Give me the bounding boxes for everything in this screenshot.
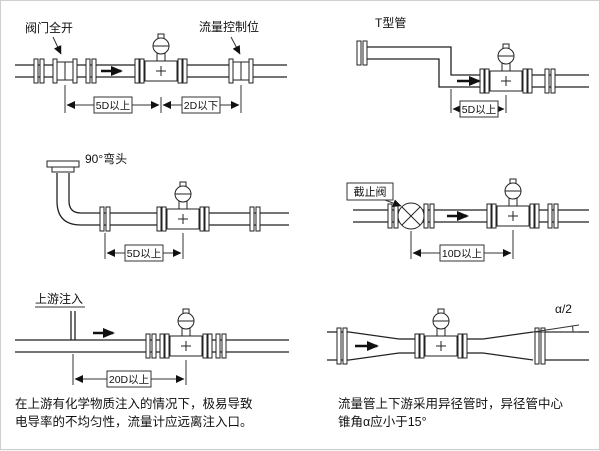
- tee-pipe-label: T型管: [375, 15, 406, 30]
- dimension-downstream-2d: [162, 85, 242, 114]
- globe-valve-symbol: [397, 202, 425, 230]
- injection-caption-line2: 电导率的不均匀性，流量计应远离注入口。: [15, 414, 253, 429]
- top-flange: [46, 160, 80, 173]
- dimension-upstream-5d: [64, 85, 162, 114]
- dim-10d-label: 10D以上: [442, 248, 482, 260]
- panel-tee-pipe: 5D以上 T型管: [356, 15, 589, 118]
- stop-valve-label-box: [346, 182, 394, 201]
- reducer-caption-line2: 锥角α应小于15°: [338, 414, 427, 429]
- panel-stop-valve: 截止阀 10D以上: [346, 178, 589, 262]
- flange-pair: [85, 58, 97, 84]
- flowmeter-symbol: [479, 43, 533, 94]
- leader-stop-valve: [384, 199, 402, 207]
- reducer-caption-line1: 流量管上下游采用异径管时，异径管中心: [338, 396, 564, 411]
- flange-pair: [423, 203, 435, 229]
- dimension-5d: [450, 89, 507, 118]
- flowmeter-symbol: [134, 33, 188, 84]
- leader-flow-control: [230, 36, 241, 55]
- valve-open-label: 阀门全开: [25, 20, 73, 35]
- flange-pair: [544, 68, 556, 94]
- flowmeter-symbol: [156, 181, 210, 232]
- flange-pair: [145, 333, 157, 359]
- large-flange-pair: [534, 327, 546, 365]
- dim-downstream-label: 2D以下: [184, 100, 218, 112]
- dim-5d-label: 5D以上: [127, 248, 161, 260]
- flowmeter-symbol: [486, 178, 540, 229]
- dim-5d-label: 5D以上: [462, 104, 496, 116]
- injection-caption-line1: 在上游有化学物质注入的情况下，极易导致: [15, 396, 253, 411]
- injection-label: 上游注入: [35, 291, 83, 306]
- dimension-5d: [104, 233, 184, 262]
- flange-pair: [547, 203, 559, 229]
- cone-angle-label: α/2: [555, 302, 572, 316]
- dimension-20d: [72, 354, 187, 388]
- dimension-10d: [410, 230, 514, 262]
- flange-pair: [99, 206, 111, 232]
- flowmeter-symbol: [414, 308, 468, 359]
- flange-pair: [249, 206, 261, 232]
- panel-valve-fully-open: 5D以上 2D以下 阀门全开 流量控制位: [15, 19, 287, 114]
- gate-valve-symbol: [52, 58, 78, 84]
- flange-pair: [33, 58, 45, 84]
- leader-valve-open: [52, 36, 62, 55]
- flowmeter-symbol: [159, 308, 213, 359]
- flow-control-label: 流量控制位: [199, 19, 259, 34]
- dim-20d-label: 20D以上: [109, 374, 149, 386]
- cone-angle-annotation: [532, 324, 580, 333]
- reducer-pipe: [327, 331, 589, 361]
- flange-pair: [387, 203, 399, 229]
- dim-upstream-label: 5D以上: [96, 100, 130, 112]
- stop-valve-label: 截止阀: [354, 185, 387, 199]
- flange-pair: [215, 333, 227, 359]
- panel-upstream-injection: 上游注入 20D以上 在上游有化学物质注入的情况下，极易导致 电导率的不均匀性，…: [15, 291, 289, 429]
- elbow-label: 90°弯头: [85, 151, 127, 166]
- panel-90-elbow: 5D以上 90°弯头: [46, 151, 289, 262]
- blind-flange: [356, 40, 368, 66]
- panel-reducer: α/2 流量管上下游采用异径管时，异径管中心 锥角α应小于15°: [327, 302, 589, 429]
- control-valve-symbol: [228, 58, 254, 84]
- large-flange-pair: [336, 327, 348, 365]
